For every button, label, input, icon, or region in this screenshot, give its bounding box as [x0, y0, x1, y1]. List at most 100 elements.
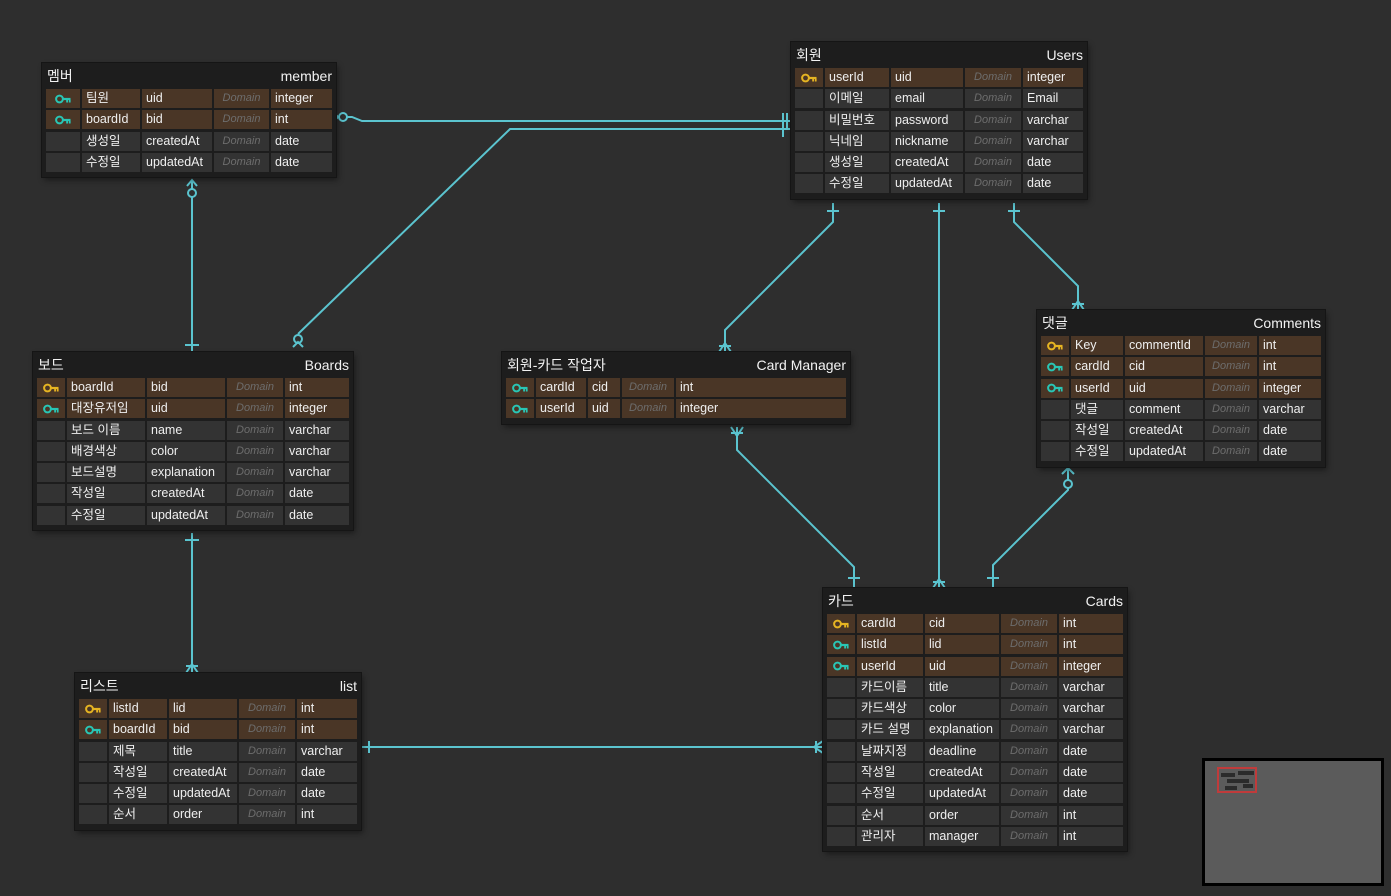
domain-cell[interactable]: Domain [1205, 442, 1257, 462]
physical-name-cell[interactable]: uid [1125, 378, 1203, 398]
key-cell[interactable] [795, 89, 823, 109]
logical-name-cell[interactable]: 보드설명 [67, 463, 145, 483]
data-type-cell[interactable]: int [1059, 826, 1123, 846]
logical-name-cell[interactable]: 비밀번호 [825, 110, 889, 130]
logical-name-cell[interactable]: listId [857, 635, 923, 655]
physical-name-cell[interactable]: uid [588, 399, 620, 419]
physical-name-cell[interactable]: uid [142, 89, 212, 108]
domain-cell[interactable]: Domain [965, 89, 1021, 109]
domain-cell[interactable]: Domain [622, 399, 674, 419]
key-cell[interactable] [1041, 399, 1069, 419]
domain-cell[interactable]: Domain [227, 505, 283, 525]
domain-cell[interactable]: Domain [1001, 720, 1057, 740]
domain-cell[interactable]: Domain [214, 110, 269, 130]
physical-name-cell[interactable]: bid [142, 110, 212, 130]
key-cell[interactable] [37, 463, 65, 483]
domain-cell[interactable]: Domain [239, 784, 295, 804]
data-type-cell[interactable]: varchar [1259, 399, 1321, 419]
key-cell[interactable] [795, 110, 823, 130]
key-cell[interactable] [827, 614, 855, 633]
logical-name-cell[interactable]: userId [857, 656, 923, 676]
domain-cell[interactable]: Domain [965, 110, 1021, 130]
data-type-cell[interactable]: int [1259, 357, 1321, 377]
key-cell[interactable] [795, 153, 823, 173]
relationship-users-member[interactable] [346, 116, 791, 122]
logical-name-cell[interactable]: 작성일 [109, 762, 167, 782]
logical-name-cell[interactable]: cardId [1071, 357, 1123, 377]
physical-name-cell[interactable]: bid [169, 720, 237, 740]
logical-name-cell[interactable]: 수정일 [67, 505, 145, 525]
physical-name-cell[interactable]: title [925, 677, 999, 697]
key-cell[interactable] [506, 378, 534, 397]
logical-name-cell[interactable]: boardId [67, 378, 145, 397]
key-cell[interactable] [506, 399, 534, 419]
logical-name-cell[interactable]: 이메일 [825, 89, 889, 109]
physical-name-cell[interactable]: createdAt [169, 762, 237, 782]
logical-name-cell[interactable]: 날짜지정 [857, 741, 923, 761]
relationship-comments-cards[interactable] [992, 468, 1069, 588]
physical-name-cell[interactable]: comment [1125, 399, 1203, 419]
logical-name-cell[interactable]: 생성일 [825, 153, 889, 173]
data-type-cell[interactable]: int [297, 699, 357, 718]
physical-name-cell[interactable]: order [925, 805, 999, 825]
domain-cell[interactable]: Domain [1001, 635, 1057, 655]
domain-cell[interactable]: Domain [1205, 357, 1257, 377]
logical-name-cell[interactable]: boardId [82, 110, 140, 130]
domain-cell[interactable]: Domain [239, 805, 295, 825]
key-cell[interactable] [1041, 378, 1069, 398]
logical-name-cell[interactable]: cardId [536, 378, 586, 397]
data-type-cell[interactable]: int [676, 378, 846, 397]
logical-name-cell[interactable]: 작성일 [67, 484, 145, 504]
key-cell[interactable] [1041, 442, 1069, 462]
logical-name-cell[interactable]: userId [536, 399, 586, 419]
data-type-cell[interactable]: date [1023, 153, 1083, 173]
logical-name-cell[interactable]: listId [109, 699, 167, 718]
physical-name-cell[interactable]: title [169, 741, 237, 761]
logical-name-cell[interactable]: userId [1071, 378, 1123, 398]
key-cell[interactable] [37, 484, 65, 504]
data-type-cell[interactable]: integer [285, 399, 349, 419]
key-cell[interactable] [827, 677, 855, 697]
physical-name-cell[interactable]: updatedAt [169, 784, 237, 804]
key-cell[interactable] [79, 699, 107, 718]
physical-name-cell[interactable]: color [925, 699, 999, 719]
key-cell[interactable] [46, 152, 80, 172]
relationship-users-boards[interactable] [297, 128, 791, 335]
data-type-cell[interactable]: date [271, 131, 332, 151]
domain-cell[interactable]: Domain [965, 131, 1021, 151]
data-type-cell[interactable]: varchar [285, 441, 349, 461]
domain-cell[interactable]: Domain [1001, 656, 1057, 676]
logical-name-cell[interactable]: 순서 [109, 805, 167, 825]
key-cell[interactable] [37, 420, 65, 440]
physical-name-cell[interactable]: explanation [147, 463, 225, 483]
data-type-cell[interactable]: integer [1023, 68, 1083, 87]
data-type-cell[interactable]: int [1059, 635, 1123, 655]
physical-name-cell[interactable]: email [891, 89, 963, 109]
logical-name-cell[interactable]: 관리자 [857, 826, 923, 846]
logical-name-cell[interactable]: 수정일 [82, 152, 140, 172]
